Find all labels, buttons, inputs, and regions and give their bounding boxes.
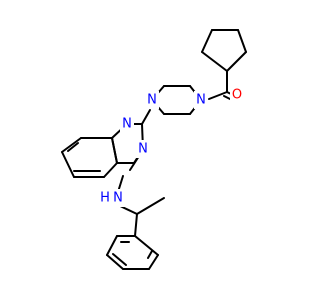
bond-ph-3: [106, 254, 124, 270]
h-amine-label: H: [100, 191, 110, 206]
bond-b-5: [103, 162, 118, 178]
n-amine-label: N: [113, 191, 123, 206]
bond-pip-quin: [141, 109, 151, 125]
bond-b-2: [61, 137, 82, 153]
atom-label-layer: O N N N N N H: [99, 86, 244, 207]
bond-ph-double-3: [147, 250, 153, 259]
n-piperazine-1-label-bg: [145, 91, 159, 109]
bond-carbonyl-n: [208, 91, 228, 100]
n-quinazoline-1-label-bg: [120, 115, 134, 133]
bond-cp-1: [201, 51, 228, 72]
o-carbonyl-label-bg: [230, 86, 244, 104]
bond-b-double-1: [67, 142, 79, 152]
bond-ph-5: [148, 254, 159, 270]
bond-ph-6: [134, 235, 159, 256]
bond-ph-double-2: [112, 253, 127, 266]
bond-cp-4: [237, 29, 247, 53]
n-amine-label-bg: [111, 189, 125, 207]
n-piperazine-4-label: N: [196, 93, 206, 108]
n-quinazoline-1-label: N: [122, 117, 132, 132]
bond-b-3: [61, 151, 75, 178]
bond-b-6: [111, 137, 118, 164]
bond-layer: [61, 29, 247, 270]
bond-ph-2: [106, 235, 118, 256]
h-amine-label-bg: [99, 189, 111, 207]
n-piperazine-1-label: N: [147, 93, 157, 108]
molecule-structure: O N N N N N H: [61, 29, 247, 270]
n-piperazine-4-label-bg: [194, 91, 208, 109]
o-carbonyl-label: O: [232, 88, 242, 103]
bond-cp-2: [201, 29, 213, 53]
bond-cp-5: [226, 51, 247, 72]
bond-ch-phenyl: [134, 213, 138, 237]
molecule-canvas: O N N N N N H: [61, 29, 247, 270]
n-quinazoline-3-label-bg: [136, 140, 150, 158]
bond-ch-methyl: [136, 197, 165, 215]
n-quinazoline-3-label: N: [138, 142, 148, 157]
